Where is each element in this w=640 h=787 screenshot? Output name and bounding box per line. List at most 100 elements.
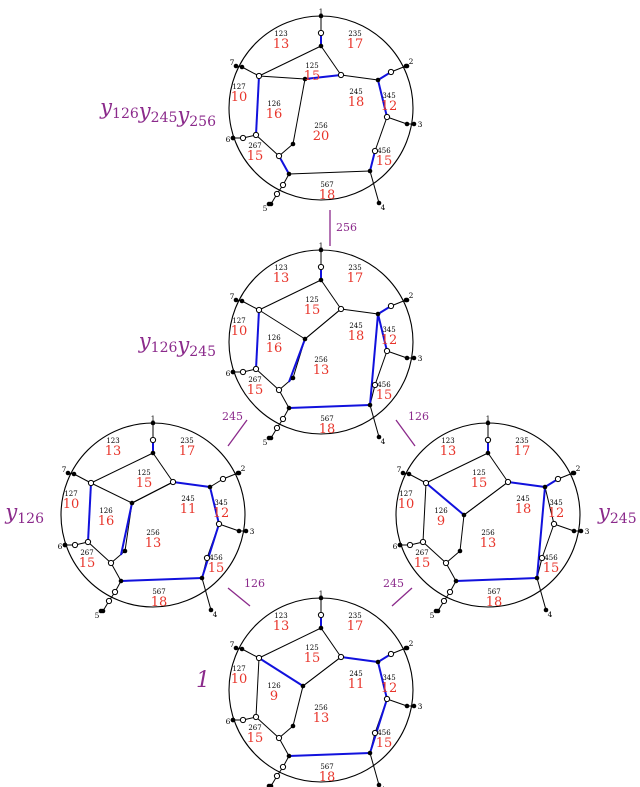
boundary-label: 3	[418, 354, 423, 363]
boundary-label: 6	[226, 369, 231, 378]
region-value-456: 15	[376, 154, 393, 169]
matching-edge	[340, 656, 379, 663]
region-label-456: 456	[377, 381, 391, 389]
black-vertex	[404, 355, 410, 361]
black-vertex	[235, 470, 241, 476]
region-value-256: 13	[313, 363, 330, 378]
graph-edge	[278, 389, 290, 409]
graph-edge	[386, 698, 408, 707]
region-label-567: 567	[487, 588, 500, 596]
black-vertex	[230, 369, 236, 375]
region-value-456: 15	[543, 561, 560, 576]
region-value-235: 17	[347, 37, 364, 52]
region-label-123: 123	[274, 264, 287, 272]
region-value-125: 15	[136, 476, 153, 491]
white-vertex	[440, 597, 448, 605]
region-label-245: 245	[349, 670, 362, 678]
region-value-456: 15	[376, 736, 393, 751]
region-label-345: 345	[382, 326, 395, 334]
black-vertex	[406, 471, 412, 477]
black-vertex	[286, 405, 292, 411]
region-value-267: 15	[414, 556, 431, 571]
graph-edge	[278, 737, 290, 757]
graph-edge	[320, 279, 342, 310]
region-label-345: 345	[382, 674, 395, 682]
region-label-567: 567	[320, 181, 333, 189]
matching-edge	[87, 482, 92, 543]
region-label-456: 456	[544, 554, 558, 562]
white-vertex	[252, 713, 260, 721]
matching-edge	[536, 486, 546, 579]
white-vertex	[279, 763, 287, 771]
black-vertex	[302, 336, 308, 342]
white-vertex	[317, 29, 325, 37]
region-value-256: 13	[480, 536, 497, 551]
matching-edge	[172, 481, 211, 488]
region-value-126: 9	[270, 689, 278, 704]
graph-edge	[255, 368, 280, 391]
transition-label: 245	[222, 410, 243, 423]
white-vertex	[406, 541, 414, 549]
matching-edge	[258, 657, 304, 687]
region-value-127: 10	[63, 497, 80, 512]
graph-edge	[487, 452, 509, 483]
region-label-256: 256	[481, 529, 495, 537]
white-vertex	[279, 181, 287, 189]
graph-edge	[258, 75, 306, 80]
region-label-567: 567	[320, 763, 333, 771]
region-label-235: 235	[348, 264, 361, 272]
graph-edge	[218, 523, 240, 532]
region-label-125: 125	[305, 296, 318, 304]
boundary-label: 7	[62, 465, 67, 474]
region-value-123: 13	[273, 619, 290, 634]
black-vertex	[485, 450, 491, 456]
boundary-vertex	[318, 13, 324, 19]
boundary-label: 2	[409, 57, 414, 66]
boundary-vertex	[233, 297, 239, 303]
matching-edge	[278, 155, 290, 175]
white-vertex	[239, 134, 247, 142]
white-vertex	[419, 538, 427, 546]
monomial-label: y126y245y256	[99, 95, 216, 130]
monomial-label: y126	[4, 500, 44, 527]
boundary-vertex	[485, 420, 491, 426]
white-vertex	[371, 147, 379, 155]
region-value-567: 18	[319, 422, 336, 437]
boundary-label: 4	[381, 203, 386, 212]
boundary-vertex	[150, 420, 156, 426]
black-vertex	[534, 575, 540, 581]
region-label-235: 235	[515, 437, 528, 445]
boundary-vertex	[411, 121, 417, 127]
graph-edge	[304, 308, 342, 340]
black-vertex	[367, 168, 373, 174]
matching-edge	[304, 74, 342, 80]
region-value-256: 20	[313, 129, 330, 144]
graph-edge	[90, 452, 154, 484]
transition-left-to-bottom: 126	[227, 577, 265, 607]
boundary-vertex	[411, 703, 417, 709]
black-vertex	[286, 753, 292, 759]
region-value-235: 17	[179, 444, 196, 459]
region-value-126: 16	[266, 107, 283, 122]
region-label-245: 245	[349, 88, 362, 96]
region-value-127: 10	[231, 672, 248, 687]
region-label-256: 256	[314, 704, 328, 712]
region-value-125: 15	[304, 303, 321, 318]
graph-edge	[425, 452, 489, 484]
black-vertex	[403, 63, 409, 69]
matching-edge	[255, 309, 260, 370]
matching-edge	[255, 75, 260, 136]
region-label-245: 245	[349, 322, 362, 330]
boundary-vertex	[376, 782, 382, 787]
region-label-567: 567	[152, 588, 165, 596]
black-vertex	[403, 297, 409, 303]
graph-edge	[463, 481, 509, 516]
black-vertex	[367, 402, 373, 408]
graph-edge	[131, 481, 174, 504]
region-value-245: 11	[348, 677, 365, 692]
graph-edge	[255, 657, 260, 718]
matching-edge	[288, 752, 371, 757]
black-vertex	[375, 77, 381, 83]
